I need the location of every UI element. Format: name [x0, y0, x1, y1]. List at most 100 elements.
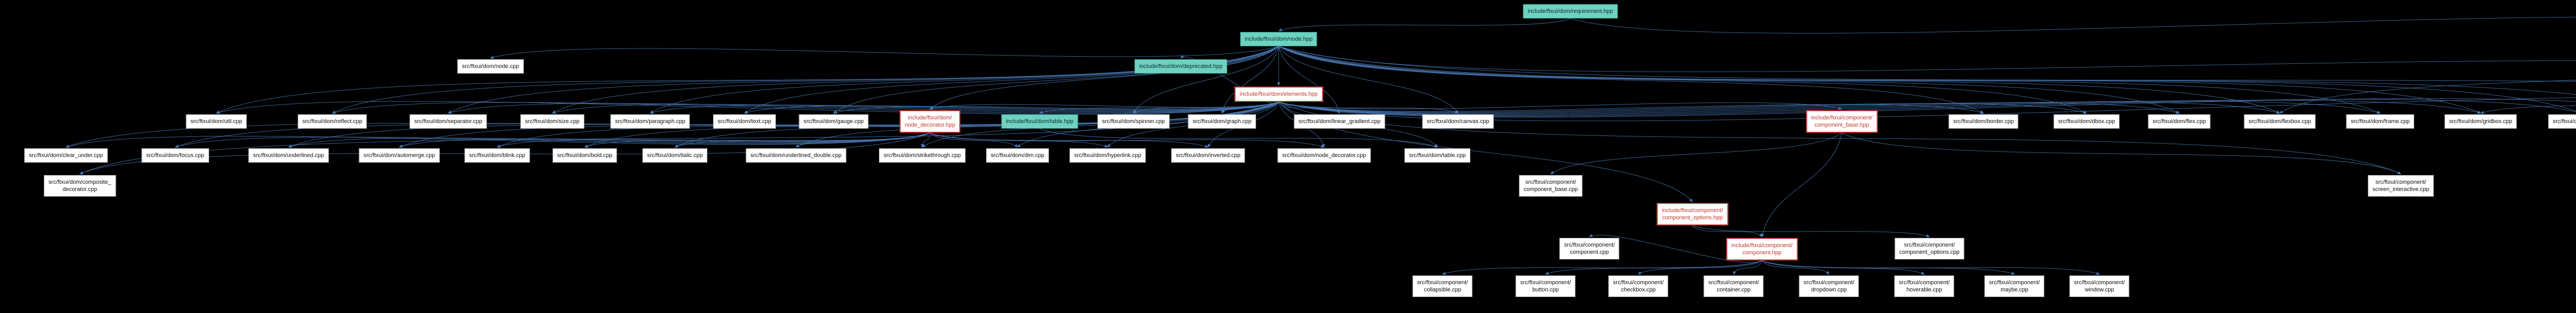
graph-node-canvas_cpp[interactable]: src/ftxui/dom/canvas.cpp: [1422, 114, 1494, 129]
include-edge: [552, 46, 1279, 114]
include-edge: [1278, 100, 2481, 116]
include-edge: [1692, 225, 1930, 237]
graph-node-node_cpp[interactable]: src/ftxui/dom/node.cpp: [457, 59, 524, 74]
include-edge: [490, 46, 1279, 59]
include-edge: [1570, 16, 2576, 34]
include-edge: [1278, 46, 2087, 114]
include-edge: [65, 132, 930, 148]
graph-node-underlined_cpp[interactable]: src/ftxui/dom/underlined.cpp: [248, 148, 329, 163]
include-edge: [288, 132, 930, 148]
graph-node-flexbox_cpp[interactable]: src/ftxui/dom/flexbox.cpp: [2244, 114, 2316, 129]
include-edge: [1692, 225, 1762, 237]
include-edge: [1589, 234, 1762, 263]
graph-node-component_base[interactable]: include/ftxui/component/ component_base.…: [1806, 110, 1878, 133]
graph-node-window_cpp[interactable]: src/ftxui/component/ window.cpp: [2069, 275, 2130, 297]
include-edge: [929, 132, 1325, 148]
include-edge: [1278, 18, 1571, 31]
include-edge: [1278, 101, 2280, 114]
graph-node-maybe_cpp[interactable]: src/ftxui/component/ maybe.cpp: [1984, 275, 2045, 297]
graph-node-hoverable_cpp[interactable]: src/ftxui/component/ hoverable.cpp: [1894, 275, 1955, 297]
include-edge: [1278, 46, 2576, 82]
graph-node-strikethrough_cpp[interactable]: src/ftxui/dom/strikethrough.cpp: [879, 148, 965, 163]
include-edge: [1221, 46, 1279, 114]
graph-node-component_base_cpp[interactable]: src/ftxui/component/ component_base.cpp: [1519, 175, 1583, 197]
include-edge: [1278, 99, 2576, 117]
graph-node-elements[interactable]: include/ftxui/dom/elements.hpp: [1234, 86, 1323, 102]
include-edge: [552, 101, 1279, 114]
graph-node-reflect_cpp[interactable]: src/ftxui/dom/reflect.cpp: [297, 114, 367, 129]
graph-node-hbox_cpp[interactable]: src/ftxui/dom/hbox.cpp: [2548, 114, 2576, 129]
graph-node-deprecated[interactable]: include/ftxui/dom/deprecated.hpp: [1134, 59, 1228, 74]
include-edge: [1278, 46, 2481, 114]
graph-node-component_options_cpp[interactable]: src/ftxui/component/ component_options.c…: [1894, 238, 1964, 259]
graph-node-linear_gradient_cpp[interactable]: src/ftxui/dom/linear_gradient.cpp: [1294, 114, 1385, 129]
include-edge: [650, 46, 1279, 114]
graph-node-gauge_cpp[interactable]: src/ftxui/dom/gauge.cpp: [799, 114, 869, 129]
graph-node-border_cpp[interactable]: src/ftxui/dom/border.cpp: [1948, 114, 2019, 129]
graph-node-table_hpp[interactable]: include/ftxui/dom/table.hpp: [1001, 114, 1078, 129]
graph-node-automerge_cpp[interactable]: src/ftxui/dom/automerge.cpp: [359, 148, 440, 163]
graph-node-dbox_cpp[interactable]: src/ftxui/dom/dbox.cpp: [2053, 114, 2120, 129]
include-edge: [1733, 260, 1762, 275]
include-edge: [1278, 46, 1984, 114]
graph-node-collapsible_cpp[interactable]: src/ftxui/component/ collapsible.cpp: [1412, 275, 1473, 297]
include-edge: [332, 101, 1279, 114]
graph-node-screen_interactive_cpp[interactable]: src/ftxui/component/ screen_interactive.…: [2367, 175, 2434, 197]
graph-node-table_cpp[interactable]: src/ftxui/dom/table.cpp: [1404, 148, 1471, 163]
include-edge: [929, 46, 1279, 110]
graph-node-component_hpp[interactable]: include/ftxui/component/ component.hpp: [1726, 238, 1798, 260]
include-edge: [1278, 101, 1459, 114]
graph-node-dropdown_cpp[interactable]: src/ftxui/component/ dropdown.cpp: [1799, 275, 1859, 297]
graph-node-paragraph_cpp[interactable]: src/ftxui/dom/paragraph.cpp: [610, 114, 690, 129]
graph-node-component_cpp[interactable]: src/ftxui/component/ component.cpp: [1559, 238, 1620, 259]
include-edge: [929, 132, 1018, 148]
graph-node-gridbox_cpp[interactable]: src/ftxui/dom/gridbox.cpp: [2444, 114, 2517, 129]
graph-node-italic_cpp[interactable]: src/ftxui/dom/italic.cpp: [642, 148, 708, 163]
graph-node-clear_under_cpp[interactable]: src/ftxui/dom/clear_under.cpp: [24, 148, 108, 163]
graph-node-node_hpp[interactable]: include/ftxui/dom/node.hpp: [1240, 32, 1317, 46]
include-edge: [1278, 100, 2381, 115]
graph-node-component_options[interactable]: include/ftxui/component/ component_optio…: [1656, 203, 1728, 225]
graph-node-util_cpp[interactable]: src/ftxui/dom/util.cpp: [185, 114, 247, 129]
graph-node-composite_decorator_cpp[interactable]: src/ftxui/dom/composite_ decorator.cpp: [44, 175, 116, 197]
include-edge: [1278, 46, 1459, 114]
graph-node-frame_cpp[interactable]: src/ftxui/dom/frame.cpp: [2346, 114, 2415, 129]
graph-node-focus_cpp[interactable]: src/ftxui/dom/focus.cpp: [141, 148, 209, 163]
include-edge: [1278, 46, 1341, 114]
include-edge: [650, 101, 1279, 114]
include-edge: [744, 46, 1279, 114]
graph-node-button_cpp[interactable]: src/ftxui/component/ button.cpp: [1515, 275, 1576, 297]
include-edge: [1180, 55, 1279, 104]
include-edge: [1278, 46, 2576, 95]
include-edge: [1841, 132, 2401, 175]
include-edge: [1039, 128, 1438, 148]
graph-node-node_decorator_hpp[interactable]: include/ftxui/dom/ node_decorator.hpp: [900, 110, 960, 133]
graph-node-text_cpp[interactable]: src/ftxui/dom/text.cpp: [713, 114, 776, 129]
graph-node-requirement[interactable]: include/ftxui/dom/requirement.hpp: [1523, 4, 1618, 19]
include-edge: [1278, 98, 2576, 118]
include-edge: [1278, 101, 2087, 114]
graph-node-checkbox_cpp[interactable]: src/ftxui/component/ checkbox.cpp: [1608, 275, 1669, 297]
graph-node-separator_cpp[interactable]: src/ftxui/dom/separator.cpp: [409, 114, 487, 129]
graph-node-size_cpp[interactable]: src/ftxui/dom/size.cpp: [520, 114, 584, 129]
graph-node-graph_cpp[interactable]: src/ftxui/dom/graph.cpp: [1188, 114, 1257, 129]
graph-node-bold_cpp[interactable]: src/ftxui/dom/bold.cpp: [552, 148, 617, 163]
graph-node-blink_cpp[interactable]: src/ftxui/dom/blink.cpp: [464, 148, 530, 163]
graph-node-container_cpp[interactable]: src/ftxui/component/ container.cpp: [1703, 275, 1764, 297]
include-edge: [921, 132, 930, 148]
include-edge: [1761, 132, 1842, 237]
graph-node-node_decorator_cpp[interactable]: src/ftxui/dom/node_decorator.cpp: [1277, 148, 1371, 163]
include-edge: [674, 132, 930, 148]
include-edge: [1133, 46, 1279, 114]
graph-node-hyperlink_cpp[interactable]: src/ftxui/dom/hyperlink.cpp: [1069, 148, 1146, 163]
graph-node-underlined_double_cpp[interactable]: src/ftxui/dom/underlined_double.cpp: [745, 148, 846, 163]
include-edge: [1638, 260, 1762, 275]
edge-group: [65, 16, 2576, 275]
graph-node-spinner_cpp[interactable]: src/ftxui/dom/spinner.cpp: [1097, 114, 1170, 129]
graph-node-dim_cpp[interactable]: src/ftxui/dom/dim.cpp: [986, 148, 1049, 163]
graph-node-inverted_cpp[interactable]: src/ftxui/dom/inverted.cpp: [1171, 148, 1245, 163]
graph-node-flex_cpp[interactable]: src/ftxui/dom/flex.cpp: [2148, 114, 2211, 129]
include-edge: [2480, 105, 2576, 114]
